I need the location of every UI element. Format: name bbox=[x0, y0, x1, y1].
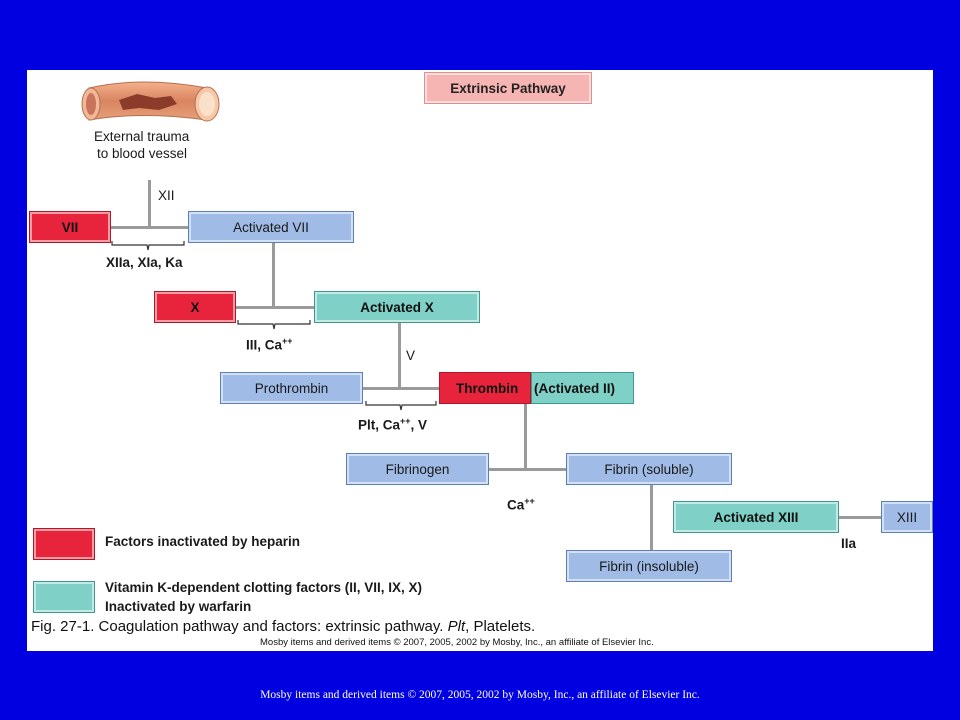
legend-heparin-label: Factors inactivated by heparin bbox=[105, 534, 301, 549]
connector-fibrinogen bbox=[489, 468, 566, 471]
label-plt-ca-v: Plt, Ca++, V bbox=[358, 416, 427, 433]
brace-xiia bbox=[111, 241, 185, 251]
box-x: X bbox=[154, 291, 236, 323]
connector-v bbox=[398, 323, 401, 389]
label-xii: XII bbox=[158, 188, 175, 203]
box-xiii: XIII bbox=[881, 501, 933, 533]
figure-caption: Fig. 27-1. Coagulation pathway and facto… bbox=[31, 618, 535, 635]
label-plt-v-text: , V bbox=[410, 417, 428, 433]
box-fibrin-soluble: Fibrin (soluble) bbox=[566, 453, 732, 485]
label-v: V bbox=[406, 348, 416, 363]
label-xiia-xia-ka: XIIa, XIa, Ka bbox=[106, 255, 183, 270]
brace-plt bbox=[365, 401, 437, 411]
box-activated-vii: Activated VII bbox=[188, 211, 354, 243]
thrombin-label: Thrombin bbox=[456, 380, 519, 396]
brace-iii bbox=[237, 320, 311, 330]
label-iii-ca-text: III, Ca bbox=[246, 337, 283, 353]
connector-activated-vii-down bbox=[272, 243, 275, 308]
connector-vii bbox=[111, 226, 188, 229]
box-activated-x: Activated X bbox=[314, 291, 480, 323]
connector-fibrin-down bbox=[650, 485, 653, 550]
connector-prothrombin bbox=[363, 387, 439, 390]
diagram-panel: Extrinsic Pathway External trauma to blo… bbox=[27, 70, 933, 651]
legend-teal-swatch bbox=[33, 581, 95, 613]
connector-thrombin-down bbox=[524, 404, 527, 470]
legend-warfarin-label-line2: Inactivated by warfarin bbox=[105, 599, 252, 614]
thrombin-red-half: Thrombin bbox=[439, 372, 531, 404]
box-thrombin: Thrombin (Activated II) bbox=[439, 372, 634, 404]
box-vii: VII bbox=[29, 211, 111, 243]
trauma-label-line1: External trauma bbox=[94, 129, 190, 144]
label-iia: IIa bbox=[841, 536, 857, 551]
box-fibrinogen: Fibrinogen bbox=[346, 453, 489, 485]
thrombin-teal-half: (Activated II) bbox=[531, 372, 634, 404]
label-iii-ca-sup: ++ bbox=[282, 336, 293, 346]
connector-xii bbox=[148, 180, 151, 228]
box-prothrombin: Prothrombin bbox=[220, 372, 363, 404]
blood-vessel-icon bbox=[81, 81, 220, 122]
caption-italic: Plt bbox=[447, 618, 466, 635]
connector-xiii bbox=[839, 516, 881, 519]
trauma-label-line2: to blood vessel bbox=[97, 146, 188, 161]
caption-main: Fig. 27-1. Coagulation pathway and facto… bbox=[31, 618, 448, 635]
caption-tail: , Platelets. bbox=[465, 618, 536, 635]
box-fibrin-insoluble: Fibrin (insoluble) bbox=[566, 550, 732, 582]
box-activated-xiii: Activated XIII bbox=[673, 501, 839, 533]
label-plt-ca-text: Plt, Ca bbox=[358, 417, 401, 433]
pathway-title: Extrinsic Pathway bbox=[424, 72, 592, 104]
legend-red-swatch bbox=[33, 528, 95, 560]
legend-warfarin-label-line1: Vitamin K-dependent clotting factors (II… bbox=[105, 580, 423, 595]
label-iii-ca: III, Ca++ bbox=[246, 336, 293, 353]
slide-footer: Mosby items and derived items © 2007, 20… bbox=[260, 689, 700, 701]
connector-x bbox=[236, 306, 314, 309]
label-ca-text: Ca bbox=[507, 497, 525, 513]
label-plt-ca-sup: ++ bbox=[400, 416, 411, 426]
copyright-inner: Mosby items and derived items © 2007, 20… bbox=[260, 637, 654, 648]
activated-ii-label: (Activated II) bbox=[534, 380, 616, 396]
label-ca: Ca++ bbox=[507, 496, 535, 513]
label-ca-sup: ++ bbox=[524, 496, 535, 506]
